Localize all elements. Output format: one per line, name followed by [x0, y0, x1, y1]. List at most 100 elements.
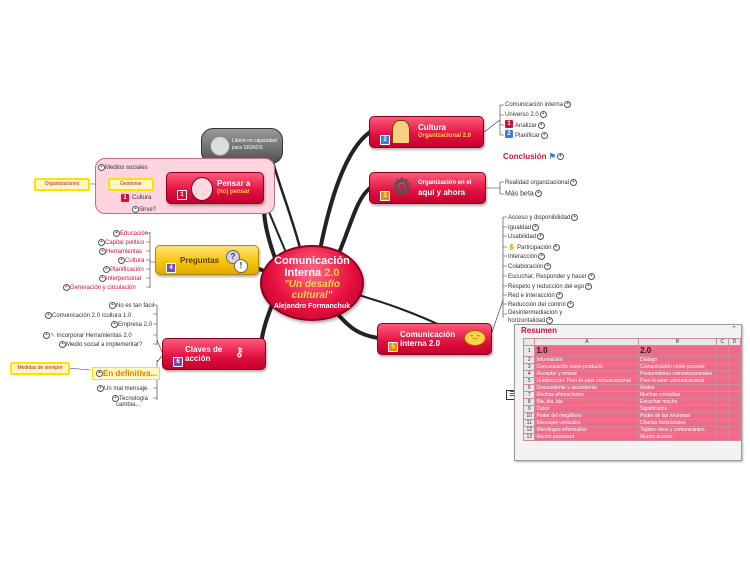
- claves-item-5[interactable]: +En definitiva...: [92, 367, 161, 380]
- topic-preguntas[interactable]: 4 Preguntas ? !: [155, 245, 259, 275]
- table-cell[interactable]: [715, 363, 729, 371]
- table-cell[interactable]: [715, 345, 729, 357]
- table-cell[interactable]: Muchas consultas: [638, 391, 717, 399]
- table-cell[interactable]: Mucho password: [534, 433, 640, 441]
- preguntas-item-6[interactable]: +Generación y circulación: [62, 284, 136, 292]
- topic-pensar[interactable]: 1 Pensar a (no) pensar: [166, 172, 264, 204]
- expand-icon[interactable]: +: [540, 132, 548, 139]
- expand-icon[interactable]: +: [544, 263, 552, 270]
- table-cell[interactable]: Descendente y ascendente: [534, 384, 640, 392]
- collapse-icon[interactable]: ⌃: [731, 326, 737, 333]
- expand-icon[interactable]: +: [98, 239, 105, 246]
- interna-item-1[interactable]: Igualdad+: [508, 224, 540, 232]
- expand-icon[interactable]: +: [566, 301, 574, 308]
- expand-icon[interactable]: +: [99, 248, 106, 255]
- expand-icon[interactable]: +: [96, 370, 103, 378]
- claves-item-2[interactable]: +Empresa 2.0: [110, 321, 152, 329]
- preguntas-item-3[interactable]: +Cultura: [117, 257, 144, 265]
- expand-icon[interactable]: +: [118, 257, 125, 264]
- topic-cultura[interactable]: 2 Cultura Organizacional 2.0: [369, 116, 484, 148]
- expand-icon[interactable]: +: [585, 283, 593, 290]
- table-cell[interactable]: Bla, bla, bla: [534, 398, 640, 406]
- claves-item-7[interactable]: +Tecnología: [111, 395, 148, 403]
- table-cell[interactable]: Comunicación como producto: [534, 363, 640, 371]
- expand-icon[interactable]: +: [43, 332, 50, 339]
- table-cell[interactable]: [727, 419, 742, 427]
- claves-item-1[interactable]: +Comunicación 2.0 /cultura 1.0: [44, 312, 131, 320]
- table-cell[interactable]: Charlas horizontales: [638, 419, 717, 427]
- expand-icon[interactable]: +: [63, 284, 70, 291]
- table-cell[interactable]: Información: [534, 356, 640, 364]
- interna-item-4[interactable]: Interacción+: [508, 253, 546, 261]
- table-cell[interactable]: Monólogos informativo: [534, 426, 640, 434]
- table-cell[interactable]: Redes: [638, 384, 717, 392]
- cultura-item-0[interactable]: Comunicación interna+: [505, 101, 572, 109]
- table-cell[interactable]: [727, 356, 742, 364]
- table-cell[interactable]: Mensajes verticales: [534, 419, 640, 427]
- expand-icon[interactable]: +: [112, 395, 119, 402]
- table-cell[interactable]: Significados: [638, 405, 717, 413]
- claves-item-4[interactable]: +Medio social a implementar?: [58, 341, 142, 349]
- table-cell[interactable]: Mucho acceso: [638, 433, 717, 441]
- expand-icon[interactable]: +: [99, 275, 106, 282]
- interna-item-0[interactable]: Acceso y disponibilidad+: [508, 214, 579, 222]
- expand-icon[interactable]: +: [132, 206, 139, 213]
- expand-icon[interactable]: +: [539, 111, 547, 118]
- table-cell[interactable]: [727, 363, 742, 371]
- expand-icon[interactable]: +: [538, 253, 546, 260]
- table-cell[interactable]: Muchas afirmaciones: [534, 391, 640, 399]
- gestionar-box[interactable]: Gestionar: [108, 178, 154, 191]
- table-cell[interactable]: [727, 398, 742, 406]
- pensar-item-medios[interactable]: +Medios sociales: [97, 164, 148, 172]
- table-cell[interactable]: Prosumidores comunicacionales: [638, 370, 717, 378]
- expand-icon[interactable]: +: [59, 341, 66, 348]
- topic-interna[interactable]: 5 Comunicación interna 2.0 "...": [377, 323, 492, 355]
- expand-icon[interactable]: +: [537, 233, 545, 240]
- table-cell[interactable]: Tejidos vivos y comunicantes: [638, 426, 717, 434]
- topic-claves[interactable]: 6 Claves de acción ⚷: [162, 338, 266, 370]
- central-topic[interactable]: Comunicación Interna 2.0 "Un desafío cul…: [260, 245, 364, 321]
- pensar-item-cultura[interactable]: Cultura: [132, 195, 152, 201]
- cultura-item-1[interactable]: Universo 2.0+: [505, 111, 547, 119]
- preguntas-item-2[interactable]: +Herramientas: [98, 248, 142, 256]
- expand-icon[interactable]: +: [97, 385, 104, 392]
- interna-item-10[interactable]: Desintermediacion y horizontalidad+: [508, 310, 563, 325]
- table-cell[interactable]: 1.0: [534, 345, 640, 357]
- expand-icon[interactable]: +: [98, 164, 105, 171]
- expand-icon[interactable]: +: [537, 122, 545, 129]
- claves-item-0[interactable]: +No es tan fácil: [108, 302, 154, 310]
- table-cell[interactable]: [715, 370, 729, 378]
- expand-icon[interactable]: +: [556, 153, 564, 161]
- expand-icon[interactable]: +: [570, 179, 578, 186]
- interna-item-7[interactable]: Respeto y reducción del ego+: [508, 283, 593, 291]
- table-cell[interactable]: Escuchar mucho: [638, 398, 717, 406]
- medidas-note[interactable]: Medidas de siempre: [10, 362, 70, 375]
- table-cell[interactable]: [727, 433, 742, 441]
- claves-item-6[interactable]: +Un mal mensaje: [96, 385, 147, 393]
- aqui-item-0[interactable]: Realidad organizacional+: [505, 179, 578, 187]
- table-cell[interactable]: Peer-to-peer comunicacional: [638, 377, 717, 385]
- preguntas-item-0[interactable]: +Educación: [112, 230, 148, 238]
- table-cell[interactable]: [727, 345, 742, 357]
- table-cell[interactable]: [715, 405, 729, 413]
- table-cell[interactable]: Unidirección: Peer-to-peer comunicaciona…: [534, 377, 640, 385]
- table-cell[interactable]: [715, 433, 729, 441]
- table-cell[interactable]: [727, 405, 742, 413]
- expand-icon[interactable]: +: [555, 292, 563, 299]
- preguntas-item-4[interactable]: +Planificación: [102, 266, 144, 274]
- expand-icon[interactable]: +: [552, 244, 560, 251]
- expand-icon[interactable]: +: [546, 317, 554, 324]
- table-cell[interactable]: Diálogo: [638, 356, 717, 364]
- table-cell[interactable]: Datos: [534, 405, 640, 413]
- expand-icon[interactable]: +: [111, 321, 118, 328]
- table-cell[interactable]: [727, 391, 742, 399]
- table-cell[interactable]: [727, 370, 742, 378]
- table-cell[interactable]: [715, 377, 729, 385]
- table-cell[interactable]: [727, 384, 742, 392]
- expand-icon[interactable]: +: [571, 214, 579, 221]
- table-cell[interactable]: [715, 398, 729, 406]
- conclusion-item[interactable]: Conclusión ⚑+: [503, 152, 564, 161]
- table-cell[interactable]: [715, 426, 729, 434]
- interna-item-9[interactable]: Reducción del control+: [508, 301, 574, 309]
- expand-icon[interactable]: +: [45, 312, 52, 319]
